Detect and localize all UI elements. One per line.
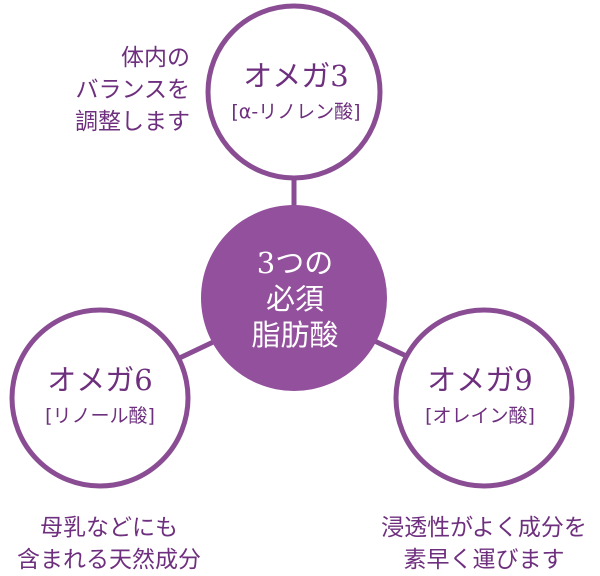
node-omega3-circle — [205, 3, 383, 181]
node-omega9-name: オメガ9 — [427, 363, 533, 397]
node-omega6: オメガ6 [リノール酸] — [4, 362, 196, 430]
node-omega6-circle — [9, 307, 191, 489]
node-omega3-sub: [α-リノレン酸] — [231, 101, 361, 123]
caption-top: 体内の バランスを 調整します — [60, 42, 190, 138]
caption-left: 母乳などにも 含まれる天然成分 — [0, 512, 218, 576]
node-omega9-circle — [393, 307, 575, 489]
node-omega9: オメガ9 [オレイン酸] — [380, 362, 580, 430]
caption-right-line-2: 素早く運びます — [403, 547, 565, 573]
center-label: 3つの 必須 脂肪酸 — [210, 245, 380, 353]
node-omega6-sub: [リノール酸] — [45, 405, 155, 427]
caption-top-line-2: バランスを — [75, 77, 190, 103]
node-omega3-name: オメガ3 — [243, 59, 349, 93]
center-line-1: 3つの — [256, 246, 334, 280]
caption-left-line-2: 含まれる天然成分 — [17, 547, 201, 573]
node-omega6-name: オメガ6 — [47, 363, 153, 397]
caption-top-line-3: 調整します — [75, 109, 190, 135]
caption-left-line-1: 母乳などにも — [40, 515, 178, 541]
caption-top-line-1: 体内の — [121, 45, 190, 71]
center-line-2: 必須 — [265, 282, 324, 316]
node-omega9-sub: [オレイン酸] — [425, 405, 535, 427]
caption-right-line-1: 浸透性がよく成分を — [381, 515, 587, 541]
caption-right: 浸透性がよく成分を 素早く運びます — [364, 512, 600, 576]
center-circle — [201, 205, 387, 391]
center-line-3: 脂肪酸 — [251, 318, 339, 352]
node-omega3: オメガ3 [α-リノレン酸] — [200, 58, 392, 126]
